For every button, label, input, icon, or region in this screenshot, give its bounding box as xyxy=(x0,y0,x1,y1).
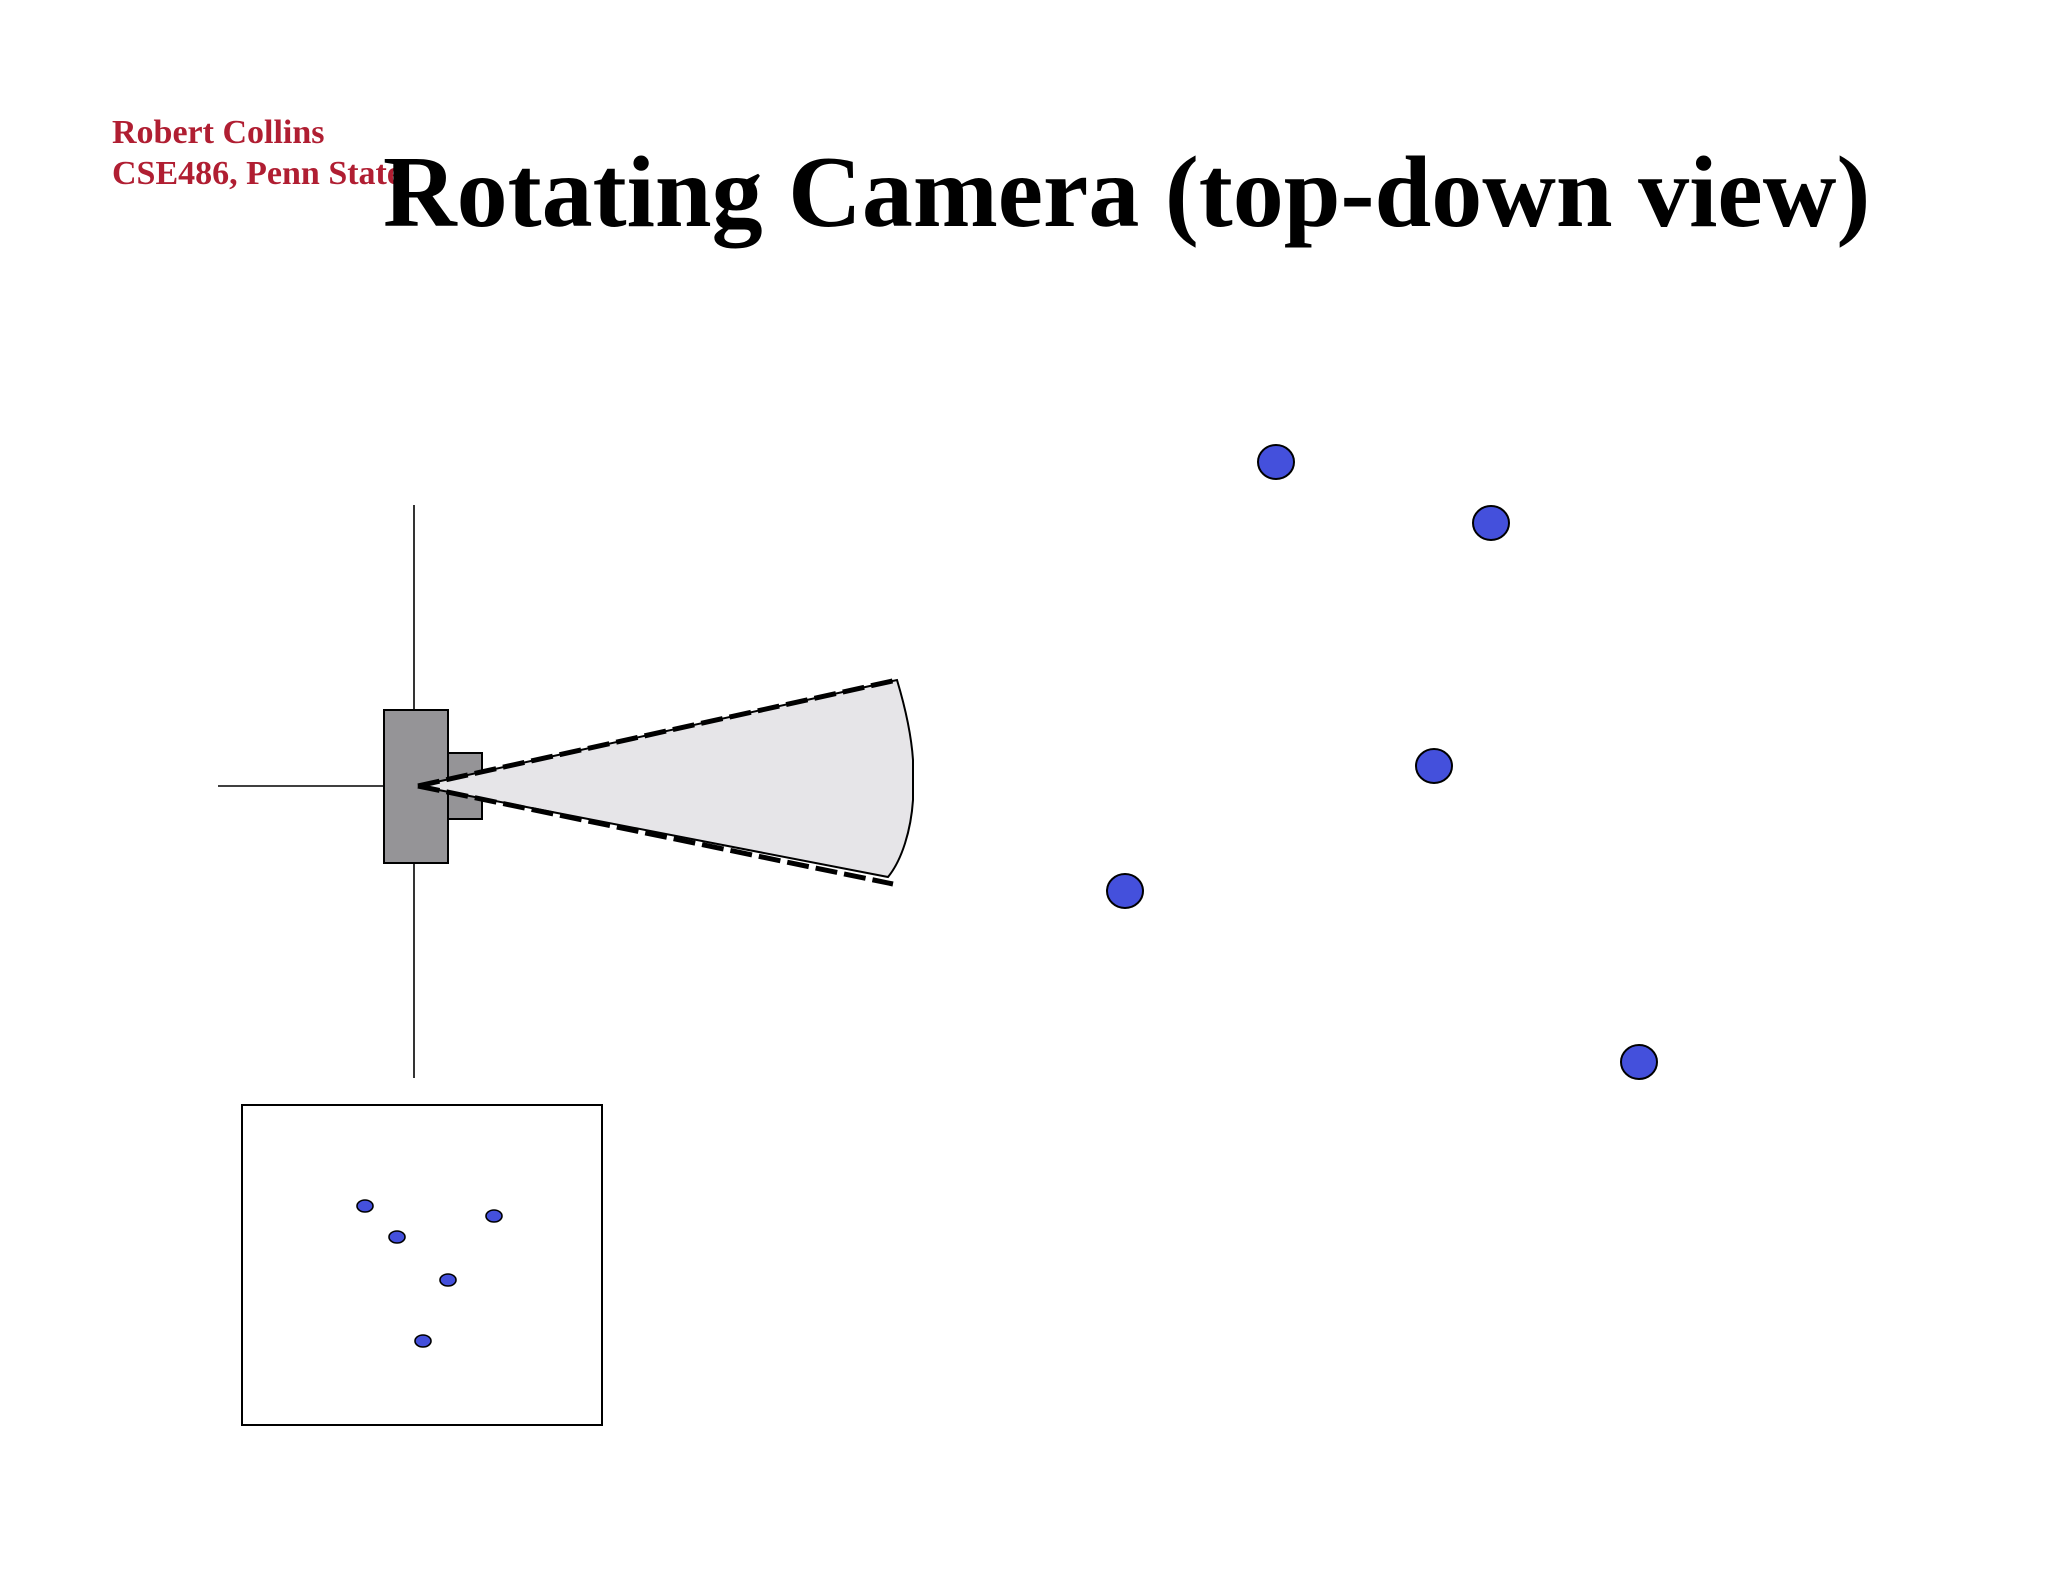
scene-points xyxy=(1106,444,1658,1080)
scene-point xyxy=(1257,444,1295,480)
scene-point xyxy=(1472,505,1510,541)
image-points xyxy=(356,1199,503,1348)
view-cone-lower-dashed-edge xyxy=(417,783,894,887)
author-name: Robert Collins xyxy=(112,114,325,151)
scene-point xyxy=(1415,748,1453,784)
image-point xyxy=(485,1209,503,1223)
scene-point xyxy=(1620,1044,1658,1080)
course-label: CSE486, Penn State xyxy=(112,155,402,192)
image-point xyxy=(356,1199,374,1213)
scene-point xyxy=(1106,873,1144,909)
view-cone xyxy=(417,678,914,879)
view-cone-upper-dashed-edge xyxy=(417,677,898,789)
image-point xyxy=(388,1230,406,1244)
slide-title: Rotating Camera (top-down view) xyxy=(383,136,1870,249)
image-point xyxy=(439,1273,457,1287)
image-frame xyxy=(241,1104,603,1426)
image-point xyxy=(414,1334,432,1348)
